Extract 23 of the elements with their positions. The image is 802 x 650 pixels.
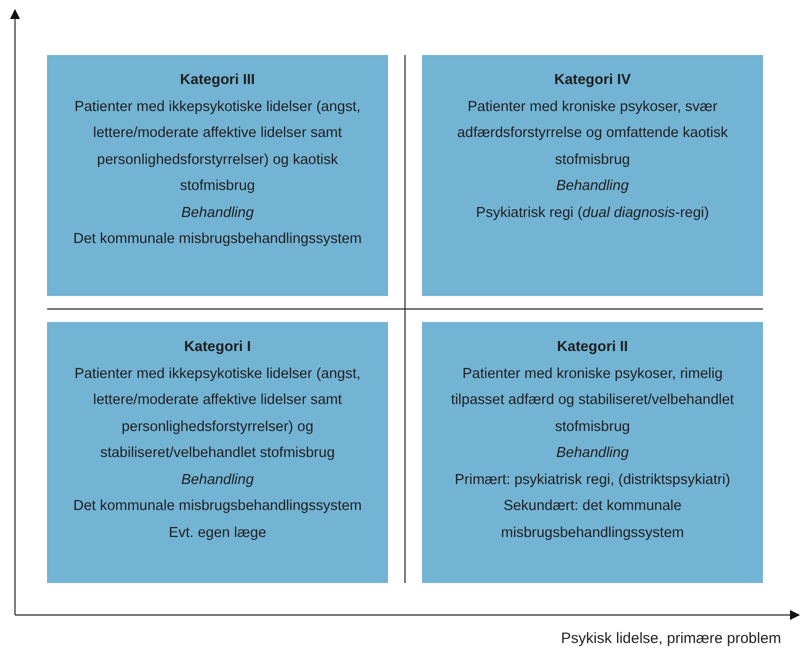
quadrant-text: Det kommunale misbrugsbehandlingssystem <box>73 230 362 249</box>
quadrant-text: Det kommunale misbrugsbehandlingssystem <box>73 497 362 516</box>
kategori-heading: Kategori II <box>557 338 628 357</box>
treatment-heading: Behandling <box>181 204 254 222</box>
treatment-heading: Behandling <box>556 444 629 463</box>
category-box <box>422 322 763 583</box>
kategori-heading: Kategori III <box>180 71 255 90</box>
category-box <box>47 322 388 583</box>
kategori-heading: Kategori IV <box>554 71 631 90</box>
quadrant-text: Sekundært: det kommunale misbrugsbehandlingssystem <box>500 497 685 542</box>
quadrant-text: Primært: psykiatrisk regi, (distriktspsykiatri) <box>454 470 730 490</box>
axis-label: Psykisk lidelse, primære problem <box>561 630 782 647</box>
quadrant-text: Patienter med kroniske psykoser, rimelig tilpasset adfærd og stabiliseret/velbehandlet stofmisbrug <box>450 364 735 436</box>
kategori-heading: Kategori I <box>184 338 251 357</box>
category-box <box>422 55 763 296</box>
quadrant-text: Evt. egen læge <box>168 524 266 542</box>
treatment-heading: Behandling <box>181 470 254 490</box>
treatment-heading: Behandling <box>556 177 629 196</box>
category-box <box>47 55 388 296</box>
quadrant-text: Patienter med ikkepsykotiske lidelser (angst, lettere/moderate affektive lidelser samt personlighedsforstyrrelser) og stabiliseret/velbehandlet stofmisbrug <box>73 364 362 463</box>
quadrant-text: Patienter med kroniske psykoser, svær adfærdsforstyrrelse og omfattende kaotisk stofmisbrug <box>456 98 729 170</box>
quadrant-text: Patienter med ikkepsykotiske lidelser (angst, lettere/moderate affektive lidelser samt personlighedsforstyrrelser) og kaotisk stofmisbrug <box>73 98 362 196</box>
quadrant-text: Psykiatrisk regi (dual diagnosis-regi) <box>476 204 709 222</box>
